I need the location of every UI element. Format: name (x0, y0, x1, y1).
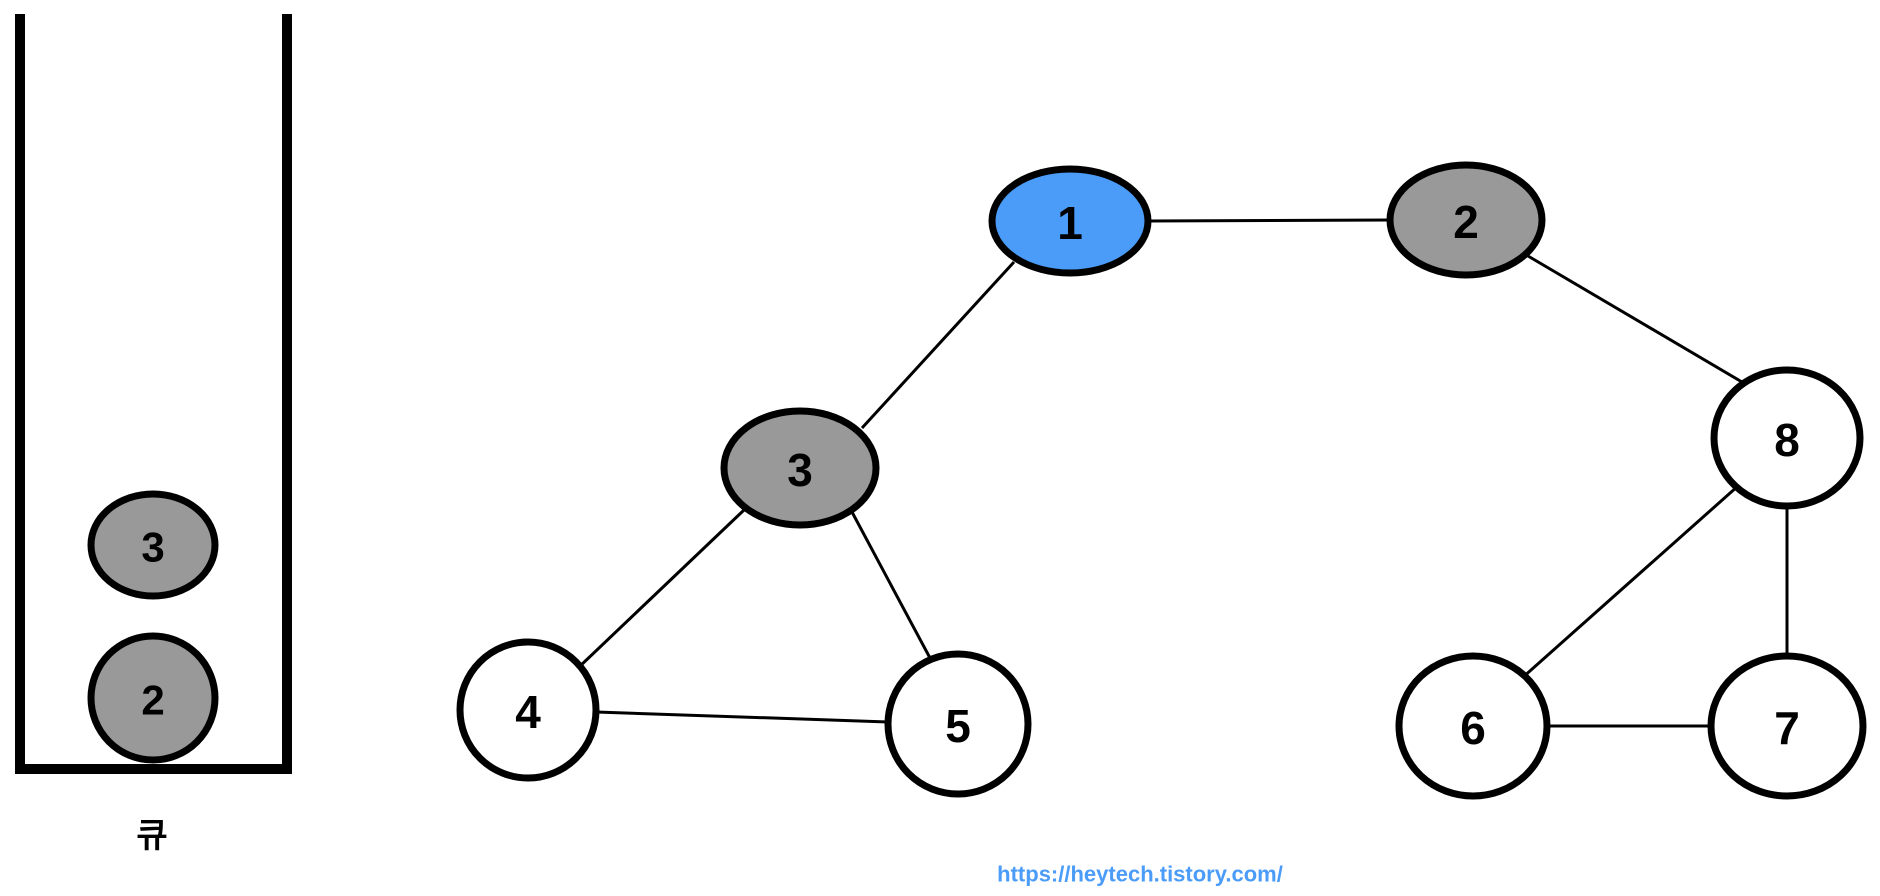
graph-node-2[interactable]: 2 (1386, 161, 1546, 279)
node-circle-8[interactable] (1710, 366, 1864, 510)
edge-1-2 (1147, 218, 1391, 223)
node-circle-3[interactable] (720, 407, 880, 529)
graph-node-5[interactable]: 5 (884, 650, 1032, 798)
queue-item[interactable]: 3 (87, 490, 219, 600)
queue-item-circle-1[interactable] (87, 632, 219, 764)
graph-node-7[interactable]: 7 (1707, 652, 1867, 800)
node-circle-6[interactable] (1395, 652, 1551, 800)
node-circle-5[interactable] (884, 650, 1032, 798)
queue-caption: 큐 (136, 817, 167, 855)
queue-left-wall (15, 14, 25, 774)
edge-2-8 (1527, 254, 1743, 384)
node-circle-1[interactable] (988, 165, 1152, 277)
queue-right-wall (282, 14, 292, 774)
queue-container (15, 14, 292, 774)
watermark-url[interactable]: https://heytech.tistory.com/ (997, 862, 1283, 887)
graph-node-3[interactable]: 3 (720, 407, 880, 529)
graph-node-1[interactable]: 1 (988, 165, 1152, 277)
graph-node-4[interactable]: 4 (456, 638, 600, 782)
queue-bottom-wall (15, 764, 292, 774)
edge-3-5 (850, 511, 932, 659)
edge-3-4 (576, 508, 746, 670)
queue-item-circle-0[interactable] (87, 490, 219, 600)
edge-4-5 (595, 710, 889, 724)
graph-node-8[interactable]: 8 (1710, 366, 1864, 510)
queue-item[interactable]: 2 (87, 632, 219, 764)
node-circle-2[interactable] (1386, 161, 1546, 279)
edge-1-3 (860, 260, 1016, 430)
graph-edges (576, 218, 1789, 728)
graph-node-6[interactable]: 6 (1395, 652, 1551, 800)
node-circle-7[interactable] (1707, 652, 1867, 800)
edge-8-6 (1521, 484, 1739, 680)
node-circle-4[interactable] (456, 638, 600, 782)
